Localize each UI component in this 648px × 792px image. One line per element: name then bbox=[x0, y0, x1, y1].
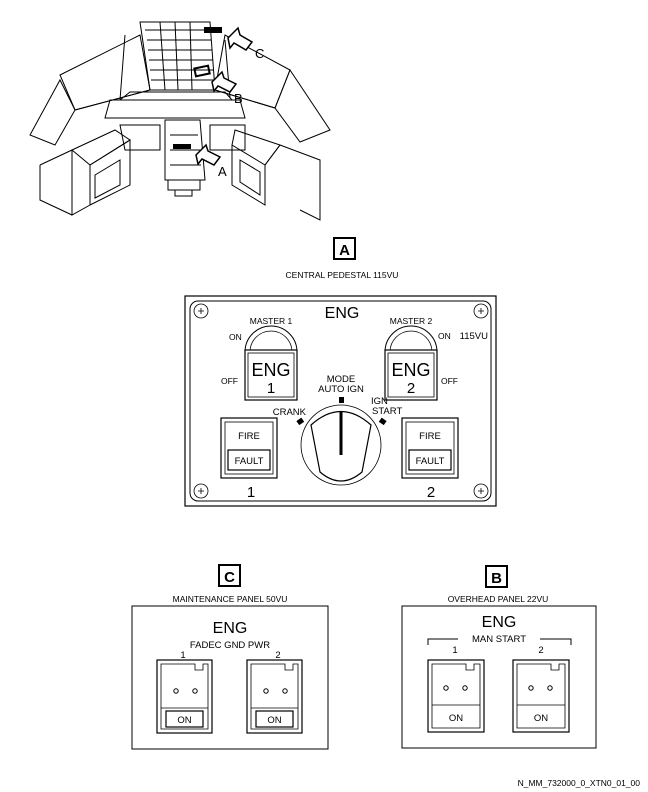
panel-c-letter-box bbox=[218, 564, 241, 587]
central-pedestal-panel: ENG 115VU MASTER 1 ON OFF ENG 1 MASTER 2… bbox=[184, 295, 497, 507]
panel-b-sw1-label: ON bbox=[449, 713, 463, 724]
panel-a-letter: A bbox=[339, 242, 350, 259]
panel-b-subtitle: MAN START bbox=[472, 634, 526, 645]
master2-eng-label: ENG bbox=[391, 360, 430, 380]
man-start-1-button[interactable]: ON bbox=[427, 659, 485, 733]
engine2-number: 2 bbox=[427, 484, 435, 501]
panel-a-caption: CENTRAL PEDESTAL 115VU bbox=[286, 270, 399, 280]
man-start-bracket bbox=[427, 638, 572, 645]
mode-crank-label: CRANK bbox=[273, 407, 307, 418]
mode-tick-crank bbox=[296, 417, 305, 426]
fire-fault-2-button[interactable]: FIRE FAULT bbox=[401, 417, 459, 479]
panel-b-letter-box bbox=[485, 565, 508, 588]
panel-b-sw2-number: 2 bbox=[538, 645, 543, 656]
fire2-label: FIRE bbox=[419, 431, 441, 442]
panel-c-caption: MAINTENANCE PANEL 50VU bbox=[173, 594, 288, 604]
fault2-label: FAULT bbox=[416, 456, 445, 467]
mode-tick-start bbox=[378, 417, 387, 426]
master1-eng-label: ENG bbox=[251, 360, 290, 380]
panel-b-title: ENG bbox=[482, 614, 517, 631]
arrow-a-icon bbox=[195, 143, 222, 166]
figure-reference: N_MM_732000_0_XTN0_01_00 bbox=[518, 778, 641, 788]
panel-a-title: ENG bbox=[325, 305, 360, 322]
fire1-label: FIRE bbox=[238, 431, 260, 442]
man-start-2-button[interactable]: ON bbox=[512, 659, 570, 733]
panel-c-letter: C bbox=[224, 569, 235, 586]
panel-c-sw2-number: 2 bbox=[275, 650, 280, 661]
fire-fault-1-button[interactable]: FIRE FAULT bbox=[220, 417, 278, 479]
panel-c-sw1-label: ON bbox=[177, 715, 191, 726]
mode-ign-label: IGN bbox=[371, 396, 388, 407]
panel-c-sw1-number: 1 bbox=[180, 650, 185, 661]
callout-c-label: C bbox=[255, 46, 264, 61]
master2-switch[interactable]: ENG 2 bbox=[384, 349, 438, 401]
master1-off-label: OFF bbox=[221, 376, 238, 386]
mode-label: MODE bbox=[327, 374, 356, 385]
arrow-b-icon bbox=[211, 70, 238, 93]
panel-b-letter: B bbox=[491, 570, 502, 587]
master1-label: MASTER 1 bbox=[250, 316, 293, 326]
panel-b-caption: OVERHEAD PANEL 22VU bbox=[448, 594, 549, 604]
panel-c-highlight bbox=[204, 27, 222, 33]
master2-on-label: ON bbox=[438, 331, 451, 341]
engine1-number: 1 bbox=[247, 484, 255, 501]
mode-auto-ign-label: AUTO IGN bbox=[318, 384, 364, 395]
master2-off-label: OFF bbox=[441, 376, 458, 386]
fadec-gnd-pwr-2-button[interactable]: ON bbox=[246, 659, 303, 734]
panel-b-highlight bbox=[193, 64, 211, 78]
panel-c-subtitle: FADEC GND PWR bbox=[190, 640, 270, 651]
mode-tick-auto bbox=[339, 397, 344, 403]
master1-number: 1 bbox=[267, 380, 275, 397]
panel-a-id: 115VU bbox=[460, 331, 488, 342]
maintenance-panel: ENG FADEC GND PWR 1 2 ON ON bbox=[131, 605, 329, 750]
overhead-panel: ENG MAN START 1 2 ON ON bbox=[401, 605, 597, 749]
panel-c-title: ENG bbox=[213, 620, 248, 637]
fault1-label: FAULT bbox=[235, 456, 264, 467]
master1-on-label: ON bbox=[229, 332, 242, 342]
panel-a-highlight bbox=[173, 144, 191, 149]
callout-a-label: A bbox=[218, 164, 227, 179]
master2-label: MASTER 2 bbox=[390, 316, 433, 326]
panel-b-sw2-label: ON bbox=[534, 713, 548, 724]
cockpit-illustration bbox=[29, 21, 331, 221]
mode-selector-knob[interactable] bbox=[310, 411, 372, 482]
fadec-gnd-pwr-1-button[interactable]: ON bbox=[156, 659, 213, 734]
panel-b-sw1-number: 1 bbox=[452, 645, 457, 656]
master2-number: 2 bbox=[407, 380, 415, 397]
callout-b-label: B bbox=[234, 91, 243, 106]
panel-c-sw2-label: ON bbox=[267, 715, 281, 726]
panel-a-letter-box bbox=[333, 237, 356, 260]
arrow-c-icon bbox=[227, 26, 254, 51]
mode-start-label: START bbox=[372, 406, 402, 417]
master1-switch[interactable]: ENG 1 bbox=[244, 349, 298, 401]
